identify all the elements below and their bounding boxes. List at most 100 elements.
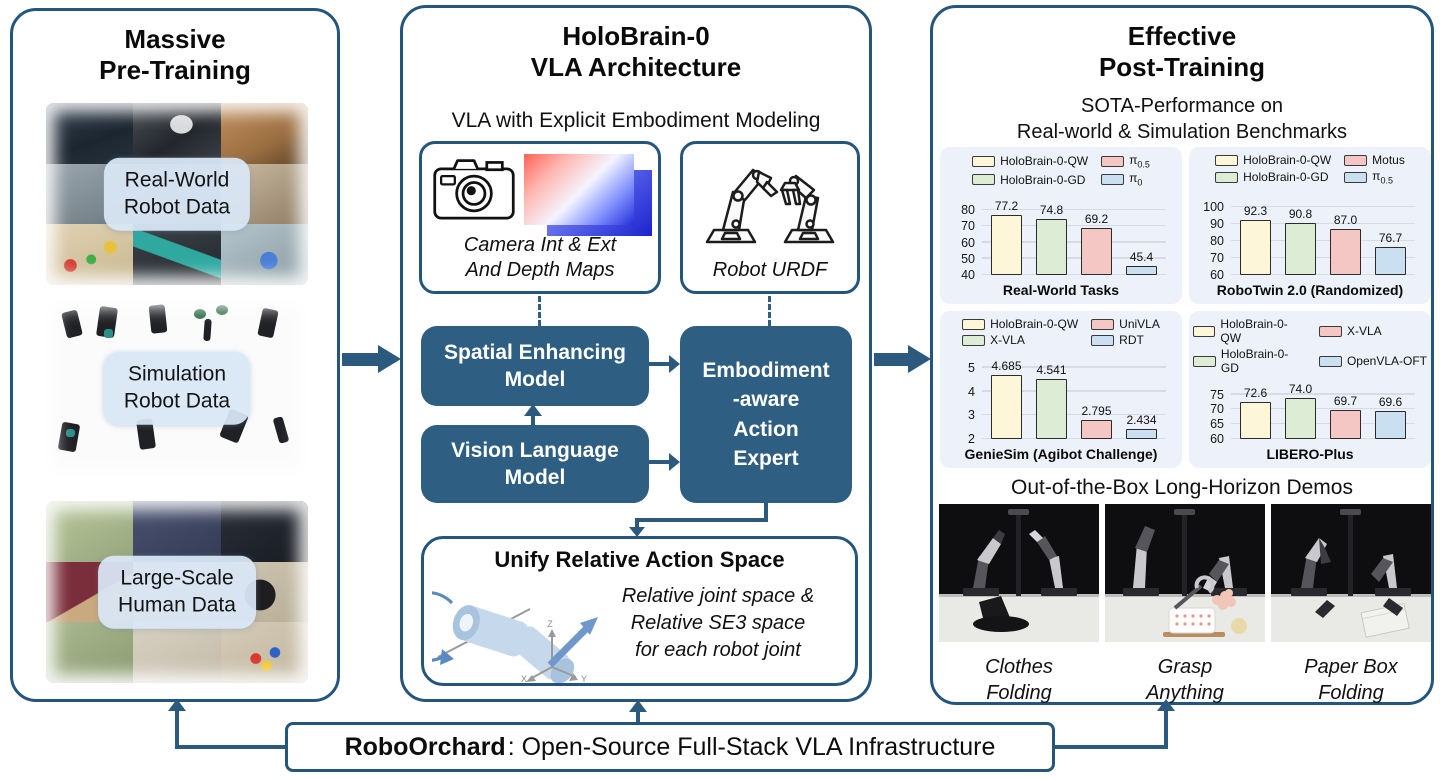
collage-tile xyxy=(133,501,221,562)
collage-tile xyxy=(220,622,308,683)
box-text-line: Model xyxy=(504,466,566,489)
axis-z-label: Z xyxy=(547,619,553,629)
demo-image xyxy=(1271,504,1431,642)
roboorchard-text: RoboOrchard: Open-Source Full-Stack VLA … xyxy=(345,733,996,762)
legend-label: HoloBrain-0-GD xyxy=(1220,347,1289,375)
y-axis-tick: 3 xyxy=(968,408,975,423)
legend-label: HoloBrain-0-GD xyxy=(1000,172,1086,187)
legend-swatch xyxy=(1101,174,1125,186)
subtitle-line: SOTA-Performance on xyxy=(1081,95,1283,117)
bar-value-label: 76.7 xyxy=(1378,230,1403,245)
dashed-connector-camera-to-sem xyxy=(538,296,541,326)
simulation-robot-data-label: Simulation Robot Data xyxy=(103,351,251,425)
posttraining-panel: Effective Post-Training SOTA-Performance… xyxy=(930,5,1434,705)
y-axis-tick: 100 xyxy=(1203,200,1224,215)
vision-language-model-box: Vision Language Model xyxy=(421,425,649,503)
sim-robot-shape xyxy=(66,429,75,437)
bar-value-label: 4.685 xyxy=(991,359,1022,374)
legend-label: X-VLA xyxy=(1346,324,1382,338)
roboorchard-banner: RoboOrchard: Open-Source Full-Stack VLA … xyxy=(285,722,1055,772)
bar: 4.541 xyxy=(1036,363,1067,439)
bar-value-label: 4.541 xyxy=(1036,362,1067,377)
pretraining-title-line2: Pre-Training xyxy=(99,55,251,86)
sim-robot-shape xyxy=(203,318,212,342)
unify-description: Relative joint space & Relative SE3 spac… xyxy=(589,583,847,664)
gridline xyxy=(1231,273,1415,275)
posttraining-title-line2: Post-Training xyxy=(1098,52,1266,83)
sim-robot-shape xyxy=(104,329,113,338)
architecture-subtitle: VLA with Explicit Embodiment Modeling xyxy=(451,109,821,132)
legend-item: π0.5 xyxy=(1101,153,1150,169)
gridline xyxy=(982,413,1166,416)
unify-action-space-box: Unify Relative Action Space xyxy=(391,536,858,686)
legend-swatch xyxy=(1318,325,1342,337)
caption-line: Paper Box xyxy=(1304,656,1398,678)
bar: 72.6 xyxy=(1240,386,1271,439)
label-line: Human Data xyxy=(118,594,236,617)
bar-value-label: 2.434 xyxy=(1126,412,1157,427)
box-text-line: Model xyxy=(504,368,566,391)
gridline xyxy=(1231,239,1415,242)
y-axis-tick: 70 xyxy=(961,219,975,234)
label-line: Large-Scale xyxy=(120,566,234,590)
gridline xyxy=(982,224,1166,227)
collage-tile xyxy=(133,622,221,683)
y-axis-tick: 50 xyxy=(961,251,975,266)
bar: 4.685 xyxy=(991,359,1022,439)
architecture-title-line2: VLA Architecture xyxy=(530,52,742,83)
demo-image xyxy=(939,504,1099,642)
legend-swatch xyxy=(962,334,986,346)
legend-item: X-VLA xyxy=(962,333,1078,347)
y-axis-tick: 65 xyxy=(1210,417,1224,432)
legend-label: π0.5 xyxy=(1129,153,1150,170)
dashed-connector-urdf-to-expert xyxy=(768,296,771,326)
sim-robot-shape xyxy=(216,305,228,315)
caption-line: Grasp xyxy=(1157,656,1213,678)
legend-item: HoloBrain-0-GD xyxy=(972,171,1088,187)
chart-title: LIBERO-Plus xyxy=(1266,446,1354,462)
collage-tile xyxy=(133,224,221,285)
legend-swatch xyxy=(1344,171,1368,183)
legend-item: OpenVLA-OFT xyxy=(1318,347,1427,375)
y-axis-tick: 75 xyxy=(1210,387,1224,402)
pretraining-title: Massive Pre-Training xyxy=(13,24,337,86)
collage-tile xyxy=(46,224,134,285)
real-world-robot-data-label: Real-World Robot Data xyxy=(103,157,251,231)
legend-label: HoloBrain-0-GD xyxy=(1243,170,1329,185)
y-axis-tick: 70 xyxy=(1210,402,1224,417)
label-line: Simulation xyxy=(127,362,227,386)
bar: 45.4 xyxy=(1126,250,1157,275)
label-line: Robot Data xyxy=(123,390,231,413)
bar-value-label: 77.2 xyxy=(994,198,1019,213)
gridline xyxy=(982,257,1166,259)
box-text-line: Spatial Enhancing xyxy=(443,340,627,364)
collage-tile xyxy=(46,622,134,683)
legend-item: UniVLA xyxy=(1091,317,1160,331)
architecture-title-line1: HoloBrain-0 xyxy=(562,21,710,51)
gridline xyxy=(1231,393,1415,395)
pretraining-title-line1: Massive xyxy=(124,24,226,54)
collage-tile xyxy=(46,103,134,164)
sim-robot-shape xyxy=(272,416,290,444)
box-text-line: -aware xyxy=(732,388,800,412)
spatial-enhancing-model-box: Spatial Enhancing Model xyxy=(421,326,649,406)
label-line: Real-World xyxy=(124,168,230,192)
pretraining-panel: Massive Pre-Training Real-World Robot Da… xyxy=(10,8,340,702)
legend-label: π0.5 xyxy=(1372,169,1393,186)
gridline xyxy=(982,208,1166,211)
depth-map-image xyxy=(524,154,652,236)
y-axis-tick: 40 xyxy=(961,268,975,282)
y-axis-tick: 80 xyxy=(961,203,975,218)
sim-robot-shape xyxy=(57,421,81,453)
y-axis-tick: 90 xyxy=(1210,217,1224,232)
axis-x-label: X xyxy=(521,674,527,683)
demo-image xyxy=(1105,504,1265,642)
